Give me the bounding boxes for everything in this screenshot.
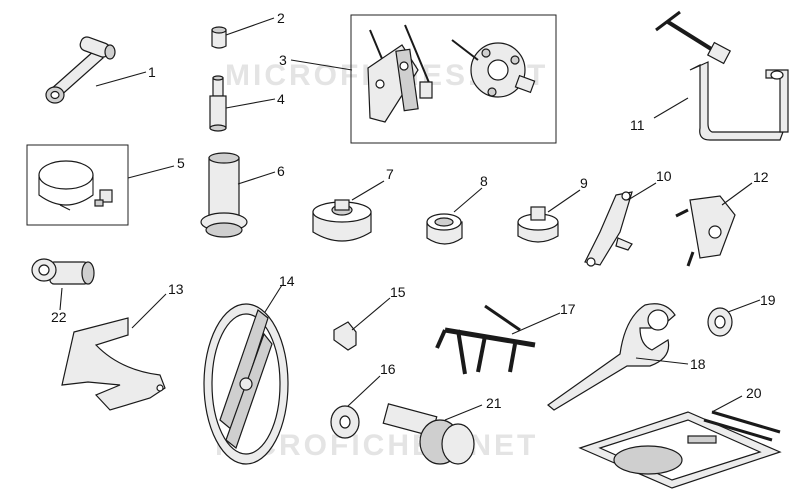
part-5-clamp xyxy=(38,160,113,211)
part-18-wrench xyxy=(547,303,676,411)
callout-3: 3 xyxy=(279,52,287,68)
part-8-bushing xyxy=(426,213,463,245)
part-16-nut xyxy=(330,405,360,439)
part-13-plate xyxy=(61,317,166,411)
part-17-support xyxy=(435,304,536,375)
callout-13: 13 xyxy=(168,281,184,297)
callout-16: 16 xyxy=(380,361,396,377)
part-1-crank-tool xyxy=(45,36,116,104)
callout-8: 8 xyxy=(480,173,488,189)
callout-4: 4 xyxy=(277,91,285,107)
part-12-bracket xyxy=(675,195,736,267)
part-10-lever xyxy=(584,191,633,267)
callout-18: 18 xyxy=(690,356,706,372)
part-2-cap xyxy=(211,26,227,49)
callout-7: 7 xyxy=(386,166,394,182)
callout-12: 12 xyxy=(753,169,769,185)
callout-10: 10 xyxy=(656,168,672,184)
part-3-puller-set xyxy=(367,24,536,123)
part-4-pin xyxy=(209,75,227,132)
part-19-gear xyxy=(707,307,733,337)
part-21-threaded-tool xyxy=(382,403,475,465)
callout-17: 17 xyxy=(560,301,576,317)
callout-11: 11 xyxy=(630,117,645,133)
part-6-piston-tool xyxy=(200,152,248,238)
callout-14: 14 xyxy=(279,273,295,289)
part-20-fixture xyxy=(578,410,782,489)
part-14-degree-wheel xyxy=(203,303,289,465)
callout-9: 9 xyxy=(580,175,588,191)
part-11-c-clamp xyxy=(655,10,789,141)
callout-19: 19 xyxy=(760,292,776,308)
part-9-small-cup xyxy=(517,206,559,243)
callout-labels: 1 2 3 4 5 6 7 8 9 10 11 12 22 13 14 15 1… xyxy=(51,10,776,411)
callout-15: 15 xyxy=(390,284,406,300)
callout-20: 20 xyxy=(746,385,762,401)
callout-1: 1 xyxy=(148,64,156,80)
part-22-socket xyxy=(31,258,95,285)
callout-22: 22 xyxy=(51,309,67,325)
leader-lines xyxy=(59,17,761,421)
callout-5: 5 xyxy=(177,155,185,171)
callout-2: 2 xyxy=(277,10,285,26)
frame-part-3 xyxy=(350,14,557,144)
part-15-bracket xyxy=(333,321,357,351)
frame-part-5 xyxy=(26,144,129,226)
callout-21: 21 xyxy=(486,395,502,411)
part-7-cup xyxy=(312,199,372,242)
callout-6: 6 xyxy=(277,163,285,179)
